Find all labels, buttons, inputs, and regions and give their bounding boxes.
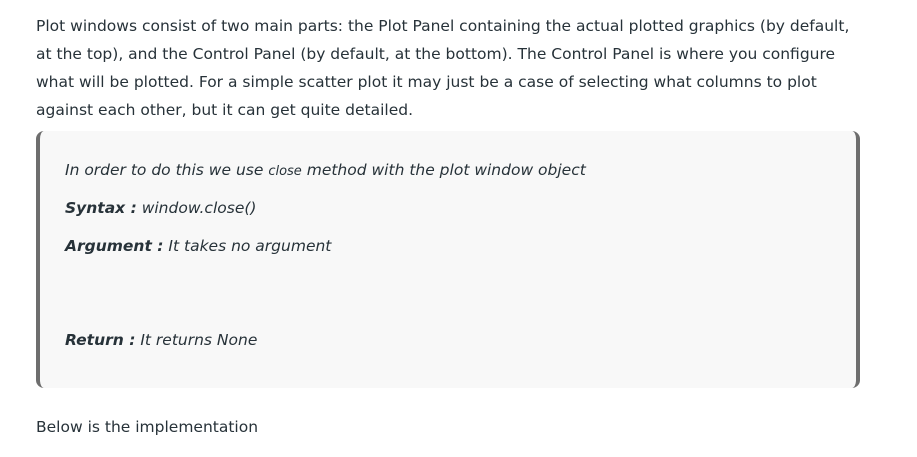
syntax-line: Syntax : window.close() <box>65 197 256 219</box>
syntax-value: window.close() <box>136 199 257 217</box>
method-callout: In order to do this we use close method … <box>36 131 860 388</box>
argument-label: Argument : <box>65 237 164 255</box>
callout-description: In order to do this we use close method … <box>65 159 586 183</box>
implementation-heading: Below is the implementation <box>36 418 259 436</box>
intro-paragraph: Plot windows consist of two main parts: … <box>36 17 850 119</box>
argument-line: Argument : It takes no argument <box>65 235 331 257</box>
return-value: It returns None <box>135 331 258 349</box>
inline-code-close: close <box>268 164 302 179</box>
argument-value: It takes no argument <box>163 237 332 255</box>
return-label: Return : <box>65 331 136 349</box>
callout-description-end: method with the plot window object <box>301 161 586 179</box>
syntax-label: Syntax : <box>65 199 137 217</box>
return-line: Return : It returns None <box>65 329 257 351</box>
callout-description-start: In order to do this we use <box>65 161 269 179</box>
